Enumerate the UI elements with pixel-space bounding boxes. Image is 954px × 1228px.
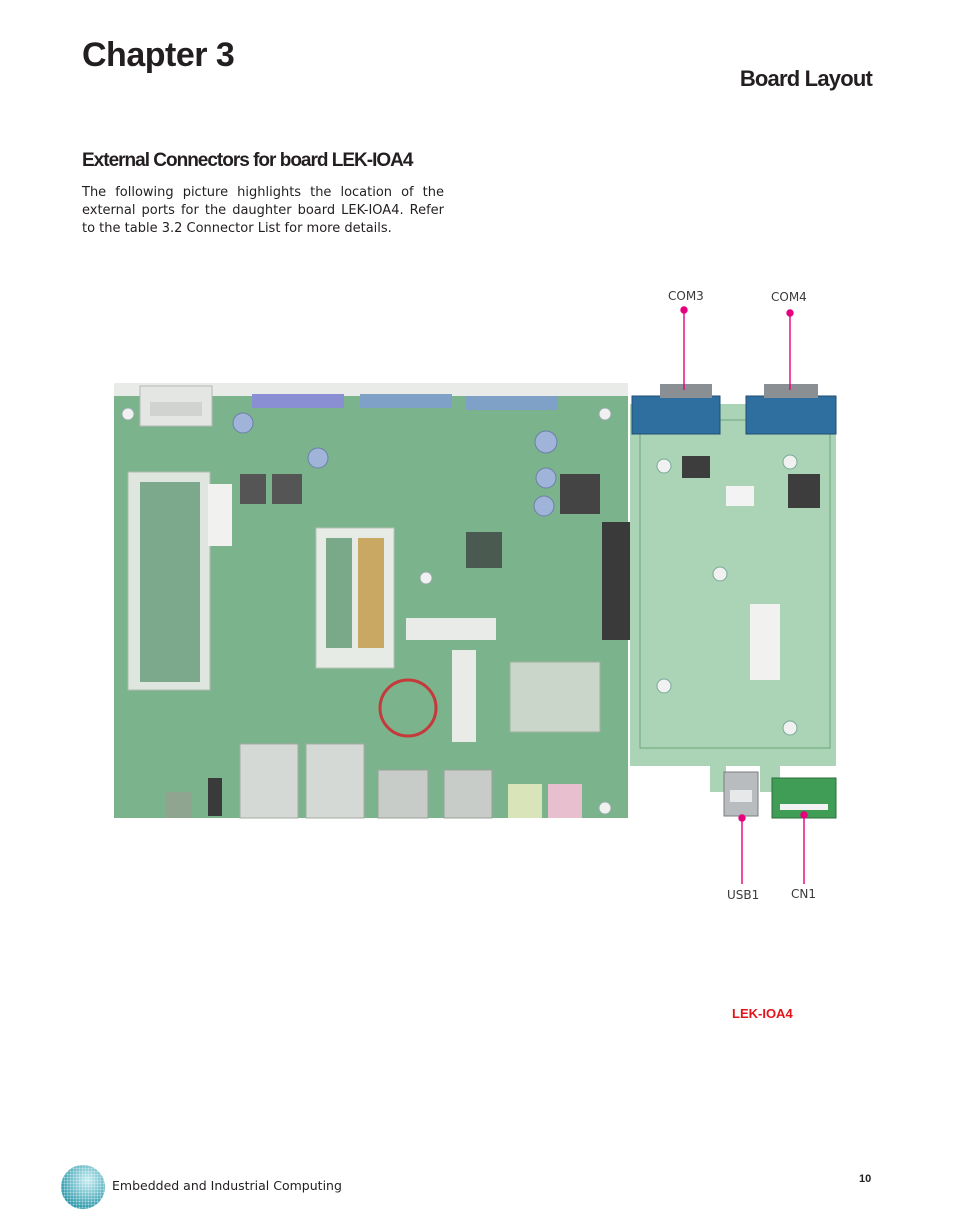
company-logo	[61, 1165, 105, 1209]
com4-connector	[745, 395, 837, 435]
usb1-label: USB1	[727, 888, 760, 902]
com3-label: COM3	[668, 289, 704, 303]
intro-paragraph: The following picture highlights the loc…	[82, 185, 444, 236]
daughter-board	[630, 404, 836, 792]
chapter-title: Chapter 3	[82, 36, 235, 74]
com3-connector	[631, 395, 721, 435]
footer-tagline: Embedded and Industrial Computing	[112, 1178, 342, 1193]
section-title: Board Layout	[739, 66, 873, 91]
cn1-label: CN1	[791, 887, 816, 901]
subsection-title: External Connectors for board LEK-IOA4	[82, 150, 413, 171]
board-caption: LEK-IOA4	[732, 1006, 793, 1021]
com4-label: COM4	[771, 290, 807, 304]
page-number: 10	[859, 1173, 872, 1185]
